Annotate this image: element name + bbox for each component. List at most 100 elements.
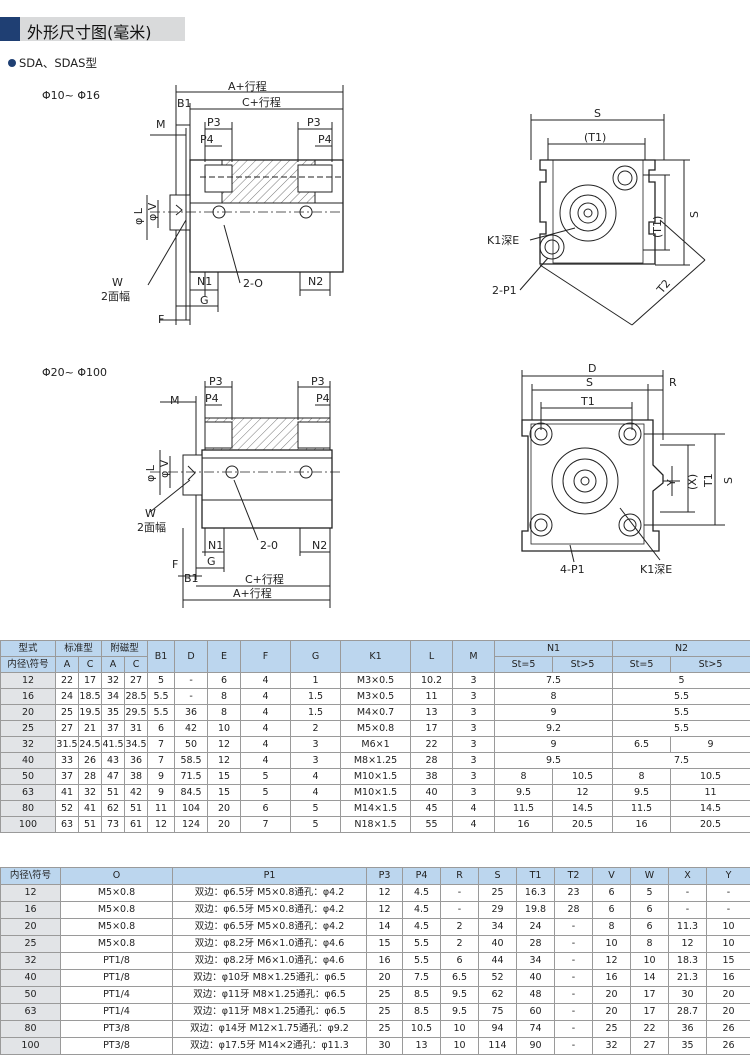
table-cell: 74 (516, 1020, 555, 1038)
table-cell: 6.5 (612, 736, 672, 753)
table-cell: - (706, 901, 750, 919)
table-cell: 9 (494, 704, 614, 721)
table-cell: 41.5 (101, 736, 126, 753)
table-cell: 34 (101, 688, 126, 705)
table-cell: 12 (552, 784, 614, 801)
table-cell: 40 (516, 969, 555, 987)
table1-header-row-1: 型式 标准型 附磁型 B1 D E F G K1 L M N1 N2 (0, 640, 750, 673)
table-cell: M6×1 (340, 736, 412, 753)
table-cell: 27 (124, 672, 149, 689)
row-header-cell: 63 (0, 784, 56, 801)
dim-g-label: G (200, 294, 209, 307)
table-cell: M3×0.5 (340, 688, 412, 705)
header-cell: St>5 (552, 656, 614, 673)
table-cell: 9.5 (440, 1003, 479, 1021)
table-cell: 38 (124, 768, 149, 785)
table-cell: 124 (174, 816, 209, 833)
table-cell: 5.5 (612, 720, 750, 737)
table-cell: 33 (55, 752, 79, 769)
table-cell: 20 (207, 816, 242, 833)
table-cell: 37 (55, 768, 79, 785)
table-cell: 10.5 (402, 1020, 441, 1038)
table-cell: 90 (516, 1037, 555, 1055)
table-cell: 16.3 (516, 884, 555, 902)
table-cell: 10.5 (552, 768, 614, 785)
table-cell: 双边：φ6.5牙 M5×0.8通孔：φ4.2 (172, 918, 367, 936)
table-cell: 10 (706, 935, 750, 953)
dim-phi-l-label: φ L (132, 207, 145, 225)
table-cell: 20 (706, 1003, 750, 1021)
table-cell: - (174, 672, 209, 689)
table-cell: 18.5 (77, 688, 103, 705)
table-cell: 10 (592, 935, 631, 953)
header-cell: L (410, 640, 454, 673)
dim3-w-label: W (145, 507, 156, 520)
table-cell: 19.5 (77, 704, 103, 721)
table-cell: - (554, 918, 593, 936)
table-cell: 21 (77, 720, 103, 737)
table-cell: PT3/8 (60, 1020, 173, 1038)
table-cell: 52 (55, 800, 79, 817)
table-cell: 3 (452, 672, 496, 689)
table-cell: M5×0.8 (60, 901, 173, 919)
table-cell: PT1/8 (60, 969, 173, 987)
table-cell: - (554, 1037, 593, 1055)
row-header-cell: 20 (0, 704, 56, 721)
dim3-p4-left-label: P4 (205, 392, 219, 405)
header-cell: E (207, 640, 242, 673)
table-cell: 34 (516, 952, 555, 970)
table-cell: M14×1.5 (340, 800, 412, 817)
table-cell: 8 (494, 768, 554, 785)
table-cell: 11 (410, 688, 454, 705)
table-cell: 8 (612, 768, 672, 785)
table-cell: 13 (402, 1037, 441, 1055)
table-cell: M5×0.8 (60, 918, 173, 936)
table-cell: 14.5 (552, 800, 614, 817)
table-cell: M5×0.8 (340, 720, 412, 737)
end-t1-side-label: (T1) (651, 216, 664, 238)
row-header-cell: 80 (0, 1020, 61, 1038)
dim-phi-v-label: φ V (146, 202, 159, 221)
table-cell: 25 (366, 986, 403, 1004)
header-background (20, 17, 185, 41)
header-cell: F (240, 640, 292, 673)
table-cell: 9 (147, 784, 176, 801)
end4-k1-label: K1深E (640, 563, 672, 576)
table-cell: 4 (452, 800, 496, 817)
table-cell: 63 (55, 816, 79, 833)
table-cell: 25 (592, 1020, 631, 1038)
dim-w2-label: 2面幅 (101, 290, 130, 303)
table-cell: 5.5 (402, 935, 441, 953)
table-cell: M8×1.25 (340, 752, 412, 769)
dim3-port-label: 2-0 (260, 539, 278, 552)
header-cell: T2 (554, 867, 593, 885)
table-cell: 25 (55, 704, 79, 721)
table-cell: 75 (478, 1003, 517, 1021)
header-cell: B1 (147, 640, 176, 673)
dim-m-label: M (156, 118, 166, 131)
table-cell: 22 (410, 736, 454, 753)
table-cell: 1 (290, 672, 342, 689)
table-cell: 42 (174, 720, 209, 737)
header-cell: S (478, 867, 517, 885)
table-cell: 45 (410, 800, 454, 817)
table-cell: 6 (592, 901, 631, 919)
table-cell: 双边：φ6.5牙 M5×0.8通孔：φ4.2 (172, 884, 367, 902)
dim-b1-label: B1 (177, 97, 192, 110)
table-cell: 18.3 (668, 952, 707, 970)
table-cell: 6 (240, 800, 292, 817)
table-cell: 16 (612, 816, 672, 833)
table2-header-row: 内径\符号 O P1 P3 P4 R S T1 T2 V W X Y (0, 867, 750, 885)
table-cell: 15 (207, 768, 242, 785)
table-cell: 7.5 (402, 969, 441, 987)
table-cell: 5 (630, 884, 669, 902)
table-cell: 17 (630, 1003, 669, 1021)
table-cell: 14 (366, 918, 403, 936)
table-cell: 24 (516, 918, 555, 936)
table-cell: 7.5 (612, 752, 750, 769)
table-cell: 8.5 (402, 986, 441, 1004)
table-cell: 3 (452, 720, 496, 737)
table-cell: 8 (592, 918, 631, 936)
